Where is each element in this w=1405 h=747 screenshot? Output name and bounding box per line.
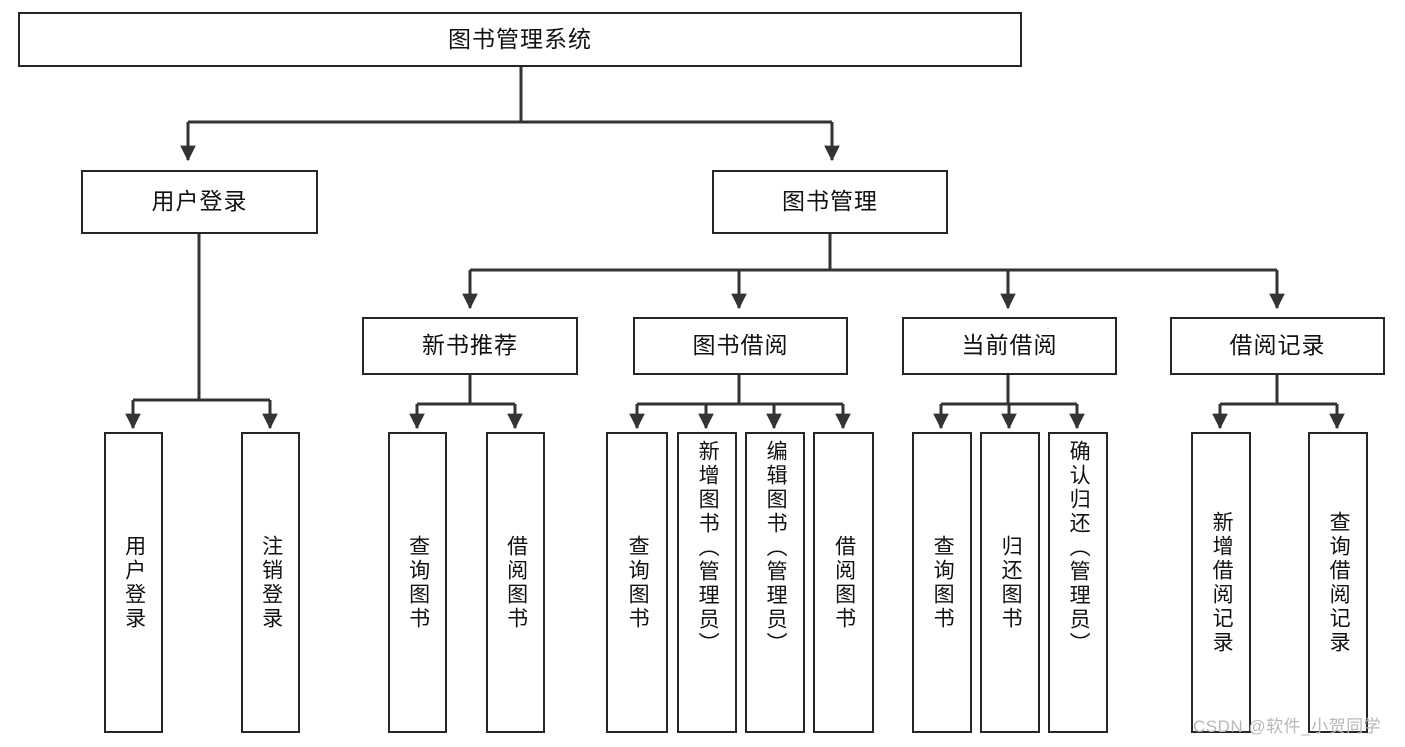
node-borrow-records[interactable]: 借阅记录 (1170, 317, 1385, 375)
leaf-borrow-add-book-admin[interactable]: 新增图书（管理员） (677, 432, 737, 733)
node-user-login[interactable]: 用户登录 (81, 170, 318, 234)
leaf-new-book-query[interactable]: 查询图书 (388, 432, 447, 733)
node-label: 新增借阅记录 (1210, 510, 1234, 655)
node-label: 图书管理系统 (448, 25, 592, 52)
node-label: 借阅记录 (1229, 332, 1326, 359)
leaf-current-query-book[interactable]: 查询图书 (912, 432, 972, 733)
csdn-watermark: CSDN @软件_小贺同学 (1193, 717, 1382, 736)
node-label: 当前借阅 (961, 332, 1058, 359)
node-label: 确认归还（管理员） (1067, 440, 1091, 656)
leaf-new-book-borrow[interactable]: 借阅图书 (486, 432, 545, 733)
leaf-user-login-login[interactable]: 用户登录 (104, 432, 163, 733)
leaf-current-return-book[interactable]: 归还图书 (980, 432, 1040, 733)
node-label: 注销登录 (259, 534, 283, 631)
node-label: 编辑图书（管理员） (764, 440, 788, 656)
node-label: 用户登录 (151, 188, 248, 215)
node-label: 新书推荐 (422, 332, 518, 359)
node-book-management[interactable]: 图书管理 (712, 170, 948, 234)
node-label: 用户登录 (122, 534, 146, 631)
node-current-borrow[interactable]: 当前借阅 (902, 317, 1117, 375)
node-new-book-recommend[interactable]: 新书推荐 (362, 317, 578, 375)
node-label: 新增图书（管理员） (696, 440, 720, 656)
node-label: 查询图书 (406, 534, 430, 631)
leaf-borrow-edit-book-admin[interactable]: 编辑图书（管理员） (745, 432, 805, 733)
node-label: 借阅图书 (832, 534, 856, 631)
node-label: 图书管理 (782, 188, 878, 215)
node-label: 查询借阅记录 (1327, 510, 1351, 655)
node-label: 图书借阅 (692, 332, 789, 359)
node-label: 查询图书 (626, 534, 650, 631)
leaf-borrow-query-book[interactable]: 查询图书 (606, 432, 668, 733)
node-root-system[interactable]: 图书管理系统 (18, 12, 1022, 67)
node-label: 查询图书 (931, 534, 955, 631)
leaf-records-query-record[interactable]: 查询借阅记录 (1308, 432, 1368, 733)
node-label: 借阅图书 (504, 534, 528, 631)
node-book-borrow[interactable]: 图书借阅 (633, 317, 848, 375)
leaf-user-login-logout[interactable]: 注销登录 (241, 432, 300, 733)
leaf-borrow-borrow-book[interactable]: 借阅图书 (813, 432, 874, 733)
node-label: 归还图书 (999, 534, 1023, 631)
leaf-current-confirm-return-admin[interactable]: 确认归还（管理员） (1048, 432, 1108, 733)
leaf-records-add-record[interactable]: 新增借阅记录 (1191, 432, 1251, 733)
